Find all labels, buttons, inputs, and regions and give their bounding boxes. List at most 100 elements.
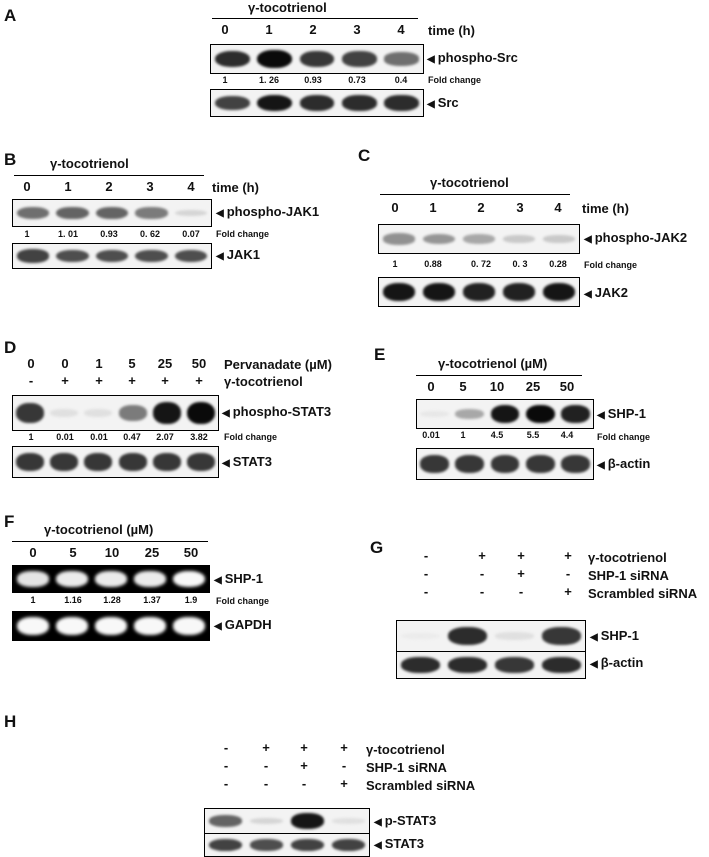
blot-band xyxy=(542,627,581,645)
panel-c-fold-label: Fold change xyxy=(584,260,638,270)
panel-e-lane: 5 xyxy=(459,379,467,394)
panel-c-lane: 1 xyxy=(429,200,437,215)
panel-a-lane: 4 xyxy=(397,22,405,37)
panel-a-lane: 0 xyxy=(221,22,229,37)
panel-a-fold: 0.93 xyxy=(304,75,322,85)
panel-f-blot-0-label: ◀SHP-1 xyxy=(214,571,263,586)
panel-d-pervanadate-label: Pervanadate (µM) xyxy=(224,357,332,372)
panel-c-blot-0-label: ◀phospho-JAK2 xyxy=(584,230,688,245)
blot-band xyxy=(174,209,208,217)
panel-h-sign: + xyxy=(340,740,348,755)
panel-d-pervanadate: 0 xyxy=(27,356,35,371)
blot-band xyxy=(257,49,292,69)
blot-band xyxy=(331,818,366,824)
panel-d-tocotrienol: + xyxy=(95,373,103,388)
panel-a-fold: 1 xyxy=(222,75,228,85)
blot-band xyxy=(542,234,576,244)
blot-band xyxy=(299,50,335,68)
panel-a-fold: 0.73 xyxy=(348,75,366,85)
blot-band xyxy=(502,234,536,244)
panel-e-fold: 0.01 xyxy=(422,430,440,440)
panel-f-lane: 10 xyxy=(104,545,120,560)
panel-b-blot-0 xyxy=(12,199,212,227)
panel-d-fold: 3.82 xyxy=(190,432,208,442)
blot-band xyxy=(502,283,536,301)
panel-d-tocotrienol: + xyxy=(195,373,203,388)
panel-h-row-label: Scrambled siRNA xyxy=(366,778,476,793)
panel-f-treatment: γ-tocotrienol (µM) xyxy=(44,522,154,537)
panel-f-lane: 25 xyxy=(144,545,160,560)
panel-g-sign: + xyxy=(517,548,525,563)
blot-band xyxy=(16,616,49,636)
panel-b-lane: 3 xyxy=(146,179,154,194)
panel-d-fold: 1 xyxy=(28,432,34,442)
panel-e-lane: 0 xyxy=(427,379,435,394)
panel-a-blot-0-label: ◀phospho-Src xyxy=(427,50,518,65)
blot-band xyxy=(560,405,590,423)
panel-e-blot-1-label: ◀β-actin xyxy=(597,456,651,471)
panel-h-sign: + xyxy=(300,740,308,755)
panel-a-bracket xyxy=(212,18,418,19)
panel-a-label: A xyxy=(4,6,17,25)
panel-h-row-label: γ-tocotrienol xyxy=(366,742,445,757)
panel-b-lane: 4 xyxy=(187,179,195,194)
panel-d-tocotrienol: + xyxy=(61,373,69,388)
panel-e-fold: 1 xyxy=(460,430,466,440)
panel-b-label: B xyxy=(4,150,17,169)
panel-d-blot-1-label: ◀STAT3 xyxy=(222,454,272,469)
panel-e-blot-0 xyxy=(416,399,594,429)
panel-a-lane: 2 xyxy=(309,22,317,37)
panel-d-blot-0 xyxy=(12,395,219,431)
panel-g-sign: + xyxy=(517,566,525,581)
blot-band xyxy=(173,616,206,636)
blot-band xyxy=(135,207,168,219)
panel-c-blot-0 xyxy=(378,224,580,254)
panel-d-fold: 0.01 xyxy=(56,432,74,442)
blot-band xyxy=(50,453,79,471)
panel-g-sign: - xyxy=(479,584,485,599)
panel-f-fold: 1 xyxy=(30,595,36,605)
blot-band xyxy=(55,616,88,636)
panel-h-sign: + xyxy=(340,776,348,791)
panel-h-sign: - xyxy=(263,758,269,773)
panel-c-axis-label: time (h) xyxy=(582,201,629,216)
blot-band xyxy=(382,282,416,302)
panel-f-lane: 50 xyxy=(183,545,199,560)
panel-c-fold: 0. 72 xyxy=(470,259,492,269)
blot-band xyxy=(214,50,250,68)
blot-band xyxy=(214,95,250,111)
panel-f-fold: 1.9 xyxy=(184,595,198,605)
blot-band xyxy=(455,409,485,419)
panel-b-bracket xyxy=(14,175,204,176)
panel-c-label: C xyxy=(358,146,371,165)
blot-band xyxy=(331,838,366,852)
blot-band xyxy=(422,233,456,245)
blot-band xyxy=(16,206,50,220)
blot-band xyxy=(384,52,420,66)
blot-band xyxy=(94,571,128,587)
panel-c-lane: 3 xyxy=(516,200,524,215)
panel-h-sign: - xyxy=(341,758,347,773)
panel-e-fold: 4.5 xyxy=(490,430,504,440)
panel-c-fold: 0.28 xyxy=(549,259,567,269)
panel-b-axis-label: time (h) xyxy=(212,180,259,195)
blot-band xyxy=(290,838,325,852)
blot-band xyxy=(542,282,576,302)
panel-e-label: E xyxy=(374,345,386,364)
blot-band xyxy=(50,408,79,418)
panel-b-fold-label: Fold change xyxy=(216,229,270,239)
panel-f-gel-0 xyxy=(12,565,210,593)
blot-band xyxy=(173,570,206,588)
panel-b-fold: 1. 01 xyxy=(57,229,79,239)
panel-g-blot-0 xyxy=(396,620,586,652)
blot-band xyxy=(560,455,590,473)
blot-band xyxy=(118,405,147,421)
panel-g-sign: - xyxy=(423,548,429,563)
panel-d-pervanadate: 5 xyxy=(128,356,136,371)
panel-d-pervanadate: 0 xyxy=(61,356,69,371)
panel-f-fold-label: Fold change xyxy=(216,596,270,606)
panel-d-tocotrienol: - xyxy=(28,373,34,388)
blot-band xyxy=(342,51,377,67)
panel-d-fold: 2.07 xyxy=(156,432,174,442)
panel-e-bracket xyxy=(416,375,582,376)
